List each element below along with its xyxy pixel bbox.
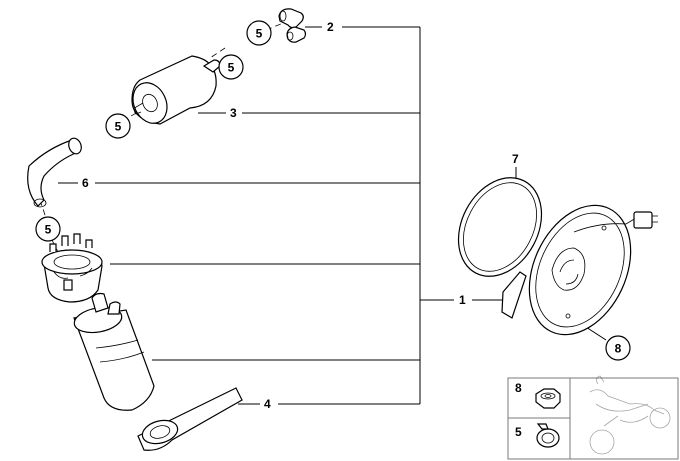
svg-text:5: 5 (256, 27, 263, 41)
callout-6: 6 (82, 176, 89, 190)
svg-text:5: 5 (45, 223, 52, 237)
badge-5-middle: 5 (105, 113, 131, 139)
fuel-pump-part (73, 292, 155, 411)
hose-clamp-icon (536, 423, 560, 448)
hex-nut-icon (535, 388, 561, 409)
callout-labels: 2 3 6 4 1 7 (82, 20, 519, 411)
callout-3: 3 (230, 106, 237, 120)
callout-4: 4 (264, 397, 271, 411)
fuel-filter-part (131, 55, 221, 125)
badge-5-lower: 5 (35, 216, 61, 242)
badge-5-upper: 5 (218, 54, 244, 80)
svg-text:8: 8 (615, 342, 622, 356)
svg-text:5: 5 (228, 61, 235, 75)
circled-badges: 5 5 5 5 8 (35, 20, 631, 361)
gasket-ring-part (457, 177, 543, 277)
legend-number-5: 5 (515, 425, 522, 439)
assembly-axis (39, 19, 291, 253)
leader-lines (58, 26, 607, 405)
legend-number-8: 8 (515, 381, 522, 395)
pump-strainer-part (137, 387, 243, 451)
pump-holder-part (41, 233, 103, 303)
badge-5-top: 5 (246, 20, 272, 46)
callout-2: 2 (327, 20, 334, 34)
motorcycle-silhouette-icon (589, 375, 671, 455)
pump-flange-assembly-part (501, 204, 658, 336)
connector-elbow-part (278, 8, 307, 43)
fuel-hose-part (27, 137, 82, 208)
callout-7: 7 (512, 152, 519, 166)
callout-1: 1 (459, 293, 466, 307)
svg-text:5: 5 (115, 120, 122, 134)
badge-8: 8 (605, 335, 631, 361)
small-parts-legend: 8 5 (507, 375, 679, 460)
